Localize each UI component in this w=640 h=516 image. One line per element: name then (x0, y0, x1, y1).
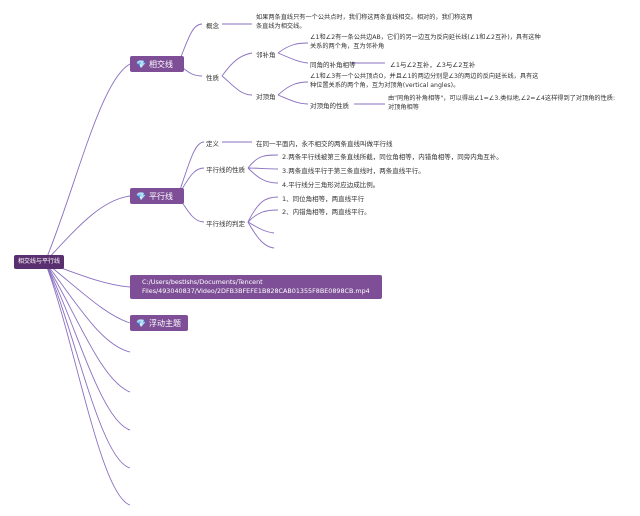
branch-parallel[interactable]: 💎 平行线 (130, 188, 184, 204)
parallel-def-label[interactable]: 定义 (206, 140, 219, 148)
vertical-angle-definition[interactable]: ∠1和∠3有一个公共顶点O，并且∠1的两边分别是∠3的两边的反向延长线，具有这种… (310, 73, 539, 89)
branch-intersect[interactable]: 💎 相交线 (130, 56, 184, 72)
parallel-def-text[interactable]: 在同一平面内，永不相交的两条直线叫做平行线 (256, 140, 393, 148)
parallel-property-item[interactable]: 4.平行线分三角形对应边成比例。 (282, 181, 380, 189)
gem-icon: 💎 (136, 191, 146, 201)
parallel-judge-item[interactable]: 2、内错角相等，两直线平行。 (282, 208, 371, 216)
parallel-property-item[interactable]: 3.两条直线平行于第三条直线时，两条直线平行。 (282, 167, 425, 175)
root-label: 相交线与平行线 (18, 258, 61, 265)
parallel-judge-item[interactable]: 1、同位角相等，两直线平行 (282, 195, 365, 203)
branch-intersect-label: 相交线 (148, 59, 173, 69)
gem-icon: 💎 (136, 59, 146, 69)
vertical-property-text[interactable]: 由"同角的补角相等"，可以得出∠1=∠3.类似地,∠2=∠4这样得到了对顶角的性… (388, 95, 616, 111)
parallel-property-label[interactable]: 平行线的性质 (206, 166, 245, 174)
parallel-property-item[interactable]: 2.两条平行线被第三条直线所截，同位角相等，内错角相等，同旁内角互补。 (282, 153, 503, 161)
adjacent-property-label[interactable]: 同角的补角相等 (310, 61, 356, 69)
property-label[interactable]: 性质 (206, 74, 219, 82)
gem-icon: 💎 (136, 318, 146, 328)
vertical-property-label[interactable]: 对顶角的性质 (310, 102, 349, 110)
floating-topic-label: 浮动主题 (148, 318, 181, 328)
floating-topic-node[interactable]: 💎 浮动主题 (130, 315, 188, 331)
root-node[interactable]: 相交线与平行线 (14, 255, 65, 269)
adjacent-property-text[interactable]: ∠1与∠2互补，∠3与∠2互补 (390, 61, 476, 69)
vertical-angle-label[interactable]: 对顶角 (256, 93, 276, 101)
adjacent-angle-definition[interactable]: ∠1和∠2有一条公共边AB，它们的另一边互为反向延长线(∠1和∠2互补)，具有这… (310, 34, 541, 50)
concept-text[interactable]: 如果两条直线只有一个公共点时，我们称这两条直线相交。相对的，我们称这两条直线为相… (256, 14, 473, 30)
branch-parallel-label: 平行线 (148, 191, 173, 201)
concept-label[interactable]: 概念 (206, 22, 219, 30)
adjacent-angle-label[interactable]: 邻补角 (256, 51, 276, 59)
video-file-path: C:/Users/bestlshs/Documents/Tencent File… (142, 278, 370, 295)
video-file-node[interactable]: C:/Users/bestlshs/Documents/Tencent File… (130, 275, 382, 299)
parallel-judge-label[interactable]: 平行线的判定 (206, 220, 245, 228)
